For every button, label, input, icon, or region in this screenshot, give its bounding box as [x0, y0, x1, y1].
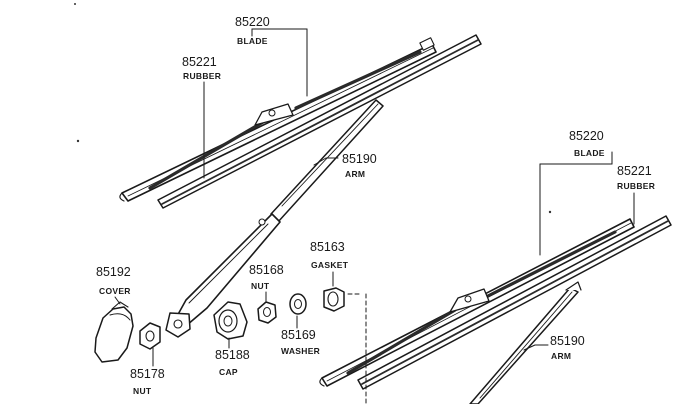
speck-mark [74, 3, 76, 5]
nut-name: NUT [251, 281, 270, 291]
small-nut-number: 85178 [130, 367, 165, 381]
washer-name: WASHER [281, 346, 321, 356]
gasket-name: GASKET [311, 260, 349, 270]
cover-number: 85192 [96, 265, 131, 279]
cover-name: COVER [99, 286, 131, 296]
blade-top-name: BLADE [237, 36, 268, 46]
small-nut-part [139, 322, 161, 350]
arm-bottom-number: 85190 [550, 334, 585, 348]
arm-bottom-name: ARM [551, 351, 572, 361]
nut-number: 85168 [249, 263, 284, 277]
leader-lines [114, 28, 635, 367]
rubber-top [157, 34, 482, 209]
arm-top-name: ARM [345, 169, 366, 179]
nut-part [257, 301, 277, 324]
blade-top [119, 37, 437, 202]
rubber-bottom [357, 215, 672, 390]
washer-number: 85169 [281, 328, 316, 342]
washer-part [289, 293, 307, 315]
rubber-top-number: 85221 [182, 55, 217, 69]
arm-top [165, 99, 384, 338]
gasket-part [323, 287, 345, 312]
blade-bottom-name: BLADE [574, 148, 605, 158]
rubber-bottom-name: RUBBER [617, 181, 656, 191]
gasket-number: 85163 [310, 240, 345, 254]
rubber-top-name: RUBBER [183, 71, 222, 81]
blade-top-number: 85220 [235, 15, 270, 29]
cap-number: 85188 [215, 348, 250, 362]
speck-mark [548, 210, 552, 214]
speck-mark [76, 139, 80, 143]
rubber-bottom-number: 85221 [617, 164, 652, 178]
blade-bottom-number: 85220 [569, 129, 604, 143]
cap-part [213, 301, 248, 340]
cover-part [94, 301, 134, 363]
arm-bottom [469, 281, 582, 404]
arm-top-number: 85190 [342, 152, 377, 166]
cap-name: CAP [219, 367, 238, 377]
small-nut-name: NUT [133, 386, 152, 396]
blade-bottom [319, 218, 635, 387]
